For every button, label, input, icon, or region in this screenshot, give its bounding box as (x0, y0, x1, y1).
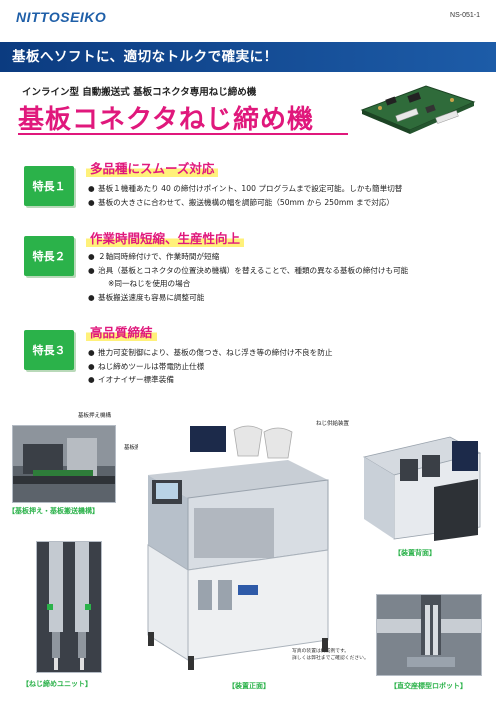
feature-bullet: ●２軸同時締付けで、作業時間が短縮 (88, 252, 220, 261)
caption-screw-unit: 【ねじ締めユニット】 (22, 680, 92, 688)
feature-title: 高品質締結 (86, 322, 157, 341)
feature-bullet: ●ねじ締めツールは帯電防止仕様 (88, 361, 205, 371)
feature-bullet: ●基板搬送速度も容易に調整可能 (88, 292, 205, 302)
document-number: NS-051-1 (450, 12, 480, 19)
machine-back-photo (360, 427, 484, 543)
caption-press-conveyor: 【基板押え・基板搬送機構】 (8, 507, 99, 515)
press-conveyor-photo (12, 425, 116, 503)
machine-front-photo (138, 420, 338, 675)
caption-front: 【装置正面】 (228, 682, 270, 690)
caption-robot: 【直交座標型ロボット】 (390, 682, 467, 690)
feature-bullet: ●治具（基板とコネクタの位置決め機構）を替えることで、種類の異なる基板の締付けも… (88, 265, 409, 275)
feature-bullet: ●基板の大きさに合わせて、搬送機構の幅を調節可能（50mm から 250mm ま… (88, 197, 395, 207)
feature-badge: 特長１ (24, 166, 74, 206)
feature-badge: 特長２ (24, 236, 74, 276)
company-logo: NITTOSEIKO (16, 9, 107, 25)
robot-photo (376, 594, 482, 676)
product-title: 基板コネクタねじ締め機 (18, 105, 314, 135)
product-subtitle: インライン型 自動搬送式 基板コネクタ専用ねじ締め機 (22, 87, 257, 98)
feature-badge: 特長３ (24, 330, 74, 370)
feature-title: 多品種にスムーズ対応 (86, 158, 219, 177)
feature-bullet: ●基板１機種あたり 40 の締付けポイント、100 プログラムまで設定可能。しか… (88, 184, 403, 193)
feature-title: 作業時間短縮、生産性向上 (86, 228, 245, 247)
screw-unit-photo (36, 541, 102, 673)
caption-back: 【装置背面】 (394, 549, 436, 557)
feature-note: ※同一ねじを使用の場合 (108, 279, 191, 288)
headline-banner: 基板へソフトに、適切なトルクで確実に！ (0, 42, 496, 72)
title-underline (18, 133, 348, 135)
callout-feeder: ねじ供給装置 (316, 421, 350, 427)
feature-bullet: ●推力可変制御により、基板の傷つき、ねじ浮き等の締付け不良を防止 (88, 348, 333, 357)
circuit-board-image (360, 85, 476, 134)
callout-press: 基板押え機構 (78, 413, 112, 419)
photo-note: 写真の装置は構成例です。 詳しくは弊社までご確認ください。 (292, 649, 369, 661)
feature-bullet: ●イオナイザー標準装備 (88, 375, 174, 384)
